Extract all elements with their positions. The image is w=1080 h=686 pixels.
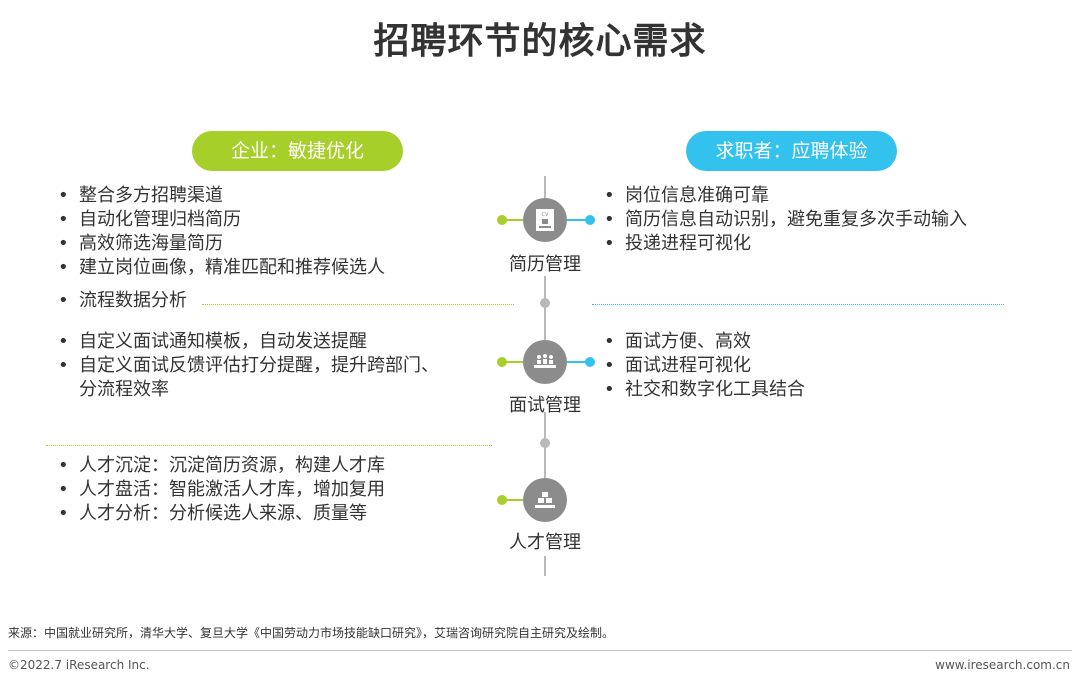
- interview-node: [523, 340, 567, 384]
- connector-line-green: [505, 361, 523, 363]
- enterprise-resume-list: 整合多方招聘渠道 自动化管理归档简历 高效筛选海量简历 建立岗位画像，精准匹配和…: [52, 184, 385, 280]
- footer-divider: [8, 650, 1072, 651]
- list-item: 人才沉淀：沉淀简历资源，构建人才库: [52, 454, 385, 478]
- jobseeker-resume-list: 岗位信息准确可靠 简历信息自动识别，避免重复多次手动输入 投递进程可视化: [598, 184, 967, 256]
- stage-label-resume: 简历管理: [509, 254, 581, 275]
- enterprise-header-pill: 企业：敏捷优化: [192, 131, 403, 171]
- timeline-axis-top: [544, 176, 546, 198]
- timeline-axis-bottom: [544, 556, 546, 576]
- list-item: 自定义面试通知模板，自动发送提醒: [52, 330, 439, 354]
- jobseeker-header-pill: 求职者：应聘体验: [686, 131, 897, 171]
- cv-document-icon: CV: [536, 209, 554, 231]
- list-item: 社交和数字化工具结合: [598, 378, 805, 402]
- connector-line-blue: [567, 219, 587, 221]
- stacked-boxes-icon: [535, 492, 555, 508]
- resume-node: CV: [523, 198, 567, 242]
- list-item-line: 自定义面试反馈评估打分提醒，提升跨部门、: [79, 355, 439, 376]
- source-note: 来源：中国就业研究所，清华大学、复旦大学《中国劳动力市场技能缺口研究》，艾瑞咨询…: [8, 626, 615, 640]
- list-item: 面试方便、高效: [598, 330, 805, 354]
- separator-dotted-green: [202, 304, 514, 305]
- list-item: 自定义面试反馈评估打分提醒，提升跨部门、 分流程效率: [52, 354, 439, 402]
- list-item: 面试进程可视化: [598, 354, 805, 378]
- website-link[interactable]: www.iresearch.com.cn: [935, 658, 1070, 672]
- stage-label-interview: 面试管理: [509, 395, 581, 416]
- list-item: 人才分析：分析候选人来源、质量等: [52, 502, 385, 526]
- timeline-small-dot: [540, 438, 550, 448]
- connector-dot-green: [497, 357, 507, 367]
- list-item: 简历信息自动识别，避免重复多次手动输入: [598, 208, 967, 232]
- connector-dot-green: [497, 495, 507, 505]
- list-item: 整合多方招聘渠道: [52, 184, 385, 208]
- meeting-table-icon: [534, 354, 556, 368]
- connector-line-green: [505, 219, 523, 221]
- cv-icon-caption: CV: [542, 212, 549, 218]
- list-item: 岗位信息准确可靠: [598, 184, 967, 208]
- enterprise-flow-list: 流程数据分析: [52, 289, 187, 313]
- enterprise-interview-list: 自定义面试通知模板，自动发送提醒 自定义面试反馈评估打分提醒，提升跨部门、 分流…: [52, 330, 439, 402]
- list-item: 流程数据分析: [52, 289, 187, 313]
- page-title: 招聘环节的核心需求: [373, 21, 707, 62]
- stage-label-talent: 人才管理: [509, 532, 581, 553]
- connector-dot-blue: [585, 357, 595, 367]
- copyright-text: ©2022.7 iResearch Inc.: [8, 658, 150, 672]
- list-item: 建立岗位画像，精准匹配和推荐候选人: [52, 256, 385, 280]
- list-item: 高效筛选海量简历: [52, 232, 385, 256]
- connector-line-green: [505, 499, 523, 501]
- connector-line-blue: [567, 361, 587, 363]
- timeline-axis-segment-1: [544, 276, 546, 340]
- separator-dotted-green: [46, 445, 492, 446]
- talent-node: [523, 478, 567, 522]
- list-item: 人才盘活：智能激活人才库，增加复用: [52, 478, 385, 502]
- list-item: 投递进程可视化: [598, 232, 967, 256]
- list-item-line: 分流程效率: [79, 379, 169, 400]
- list-item: 自动化管理归档简历: [52, 208, 385, 232]
- connector-dot-green: [497, 215, 507, 225]
- jobseeker-interview-list: 面试方便、高效 面试进程可视化 社交和数字化工具结合: [598, 330, 805, 402]
- connector-dot-blue: [585, 215, 595, 225]
- timeline-small-dot: [540, 298, 550, 308]
- separator-dotted-blue: [592, 304, 1004, 305]
- enterprise-talent-list: 人才沉淀：沉淀简历资源，构建人才库 人才盘活：智能激活人才库，增加复用 人才分析…: [52, 454, 385, 526]
